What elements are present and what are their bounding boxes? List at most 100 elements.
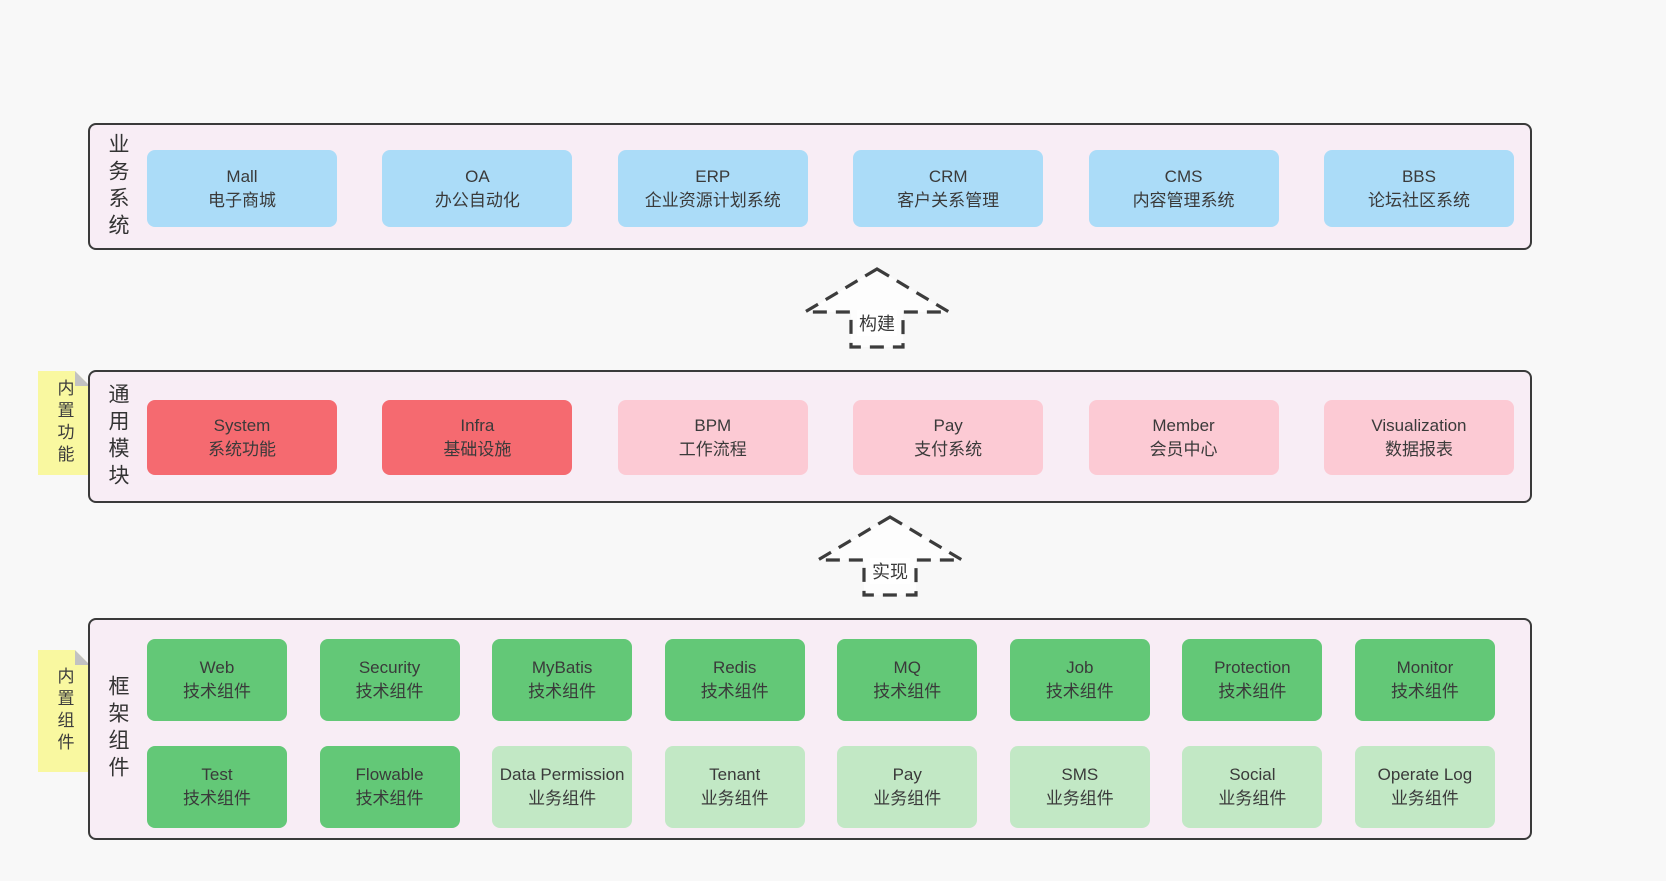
box-subtitle: 电子商城 [208, 190, 276, 210]
box-title: Operate Log [1377, 765, 1473, 784]
box-subtitle: 技术组件 [528, 682, 597, 701]
box-member: Member 会员中心 [1088, 400, 1279, 475]
box-pay-module: Pay 支付系统 [853, 400, 1044, 475]
framework-components-rows: Web 技术组件 Security 技术组件 MyBatis 技术组件 Redi… [90, 620, 1530, 828]
framework-components-panel: 框架组件 Web 技术组件 Security 技术组件 MyBatis 技术组件… [88, 618, 1532, 840]
box-social: Social 业务组件 [1182, 746, 1323, 828]
box-mybatis: MyBatis 技术组件 [492, 639, 633, 721]
box-subtitle: 技术组件 [873, 682, 942, 701]
box-subtitle: 技术组件 [183, 789, 251, 808]
box-title: Monitor [1396, 658, 1454, 677]
box-title: Pay [933, 415, 963, 435]
biz-components-row: Test 技术组件 Flowable 技术组件 Data Permission … [147, 746, 1495, 828]
box-title: CRM [928, 166, 968, 186]
box-subtitle: 业务组件 [1218, 789, 1287, 808]
implement-arrow: 实现 [815, 514, 965, 598]
box-visualization: Visualization 数据报表 [1323, 400, 1514, 475]
box-subtitle: 基础设施 [443, 439, 512, 459]
box-subtitle: 技术组件 [1045, 682, 1114, 701]
box-subtitle: 技术组件 [355, 682, 424, 701]
box-title: Pay [892, 765, 922, 784]
box-subtitle: 业务组件 [700, 789, 769, 808]
sticky-note-builtin-features: 内置功能 [38, 371, 90, 475]
up-arrow-icon [802, 267, 952, 349]
common-modules-row: System 系统功能 Infra 基础设施 BPM 工作流程 Pay 支付系统… [90, 372, 1530, 475]
box-pay-component: Pay 业务组件 [837, 746, 978, 828]
box-bbs: BBS 论坛社区系统 [1323, 150, 1514, 227]
box-sms: SMS 业务组件 [1009, 746, 1150, 828]
box-subtitle: 技术组件 [1218, 682, 1287, 701]
box-mall: Mall 电子商城 [147, 150, 337, 227]
box-title: Security [358, 658, 421, 677]
box-protection: Protection 技术组件 [1182, 639, 1323, 721]
up-arrow-icon [815, 515, 965, 597]
box-title: Redis [712, 658, 757, 677]
box-title: MQ [893, 658, 921, 677]
box-title: OA [465, 166, 490, 186]
box-test: Test 技术组件 [147, 746, 287, 828]
box-subtitle: 论坛社区系统 [1367, 190, 1470, 210]
box-crm: CRM 客户关系管理 [853, 150, 1044, 227]
box-title: Tenant [709, 765, 761, 784]
box-infra: Infra 基础设施 [382, 400, 573, 475]
box-title: Infra [460, 415, 495, 435]
box-subtitle: 系统功能 [208, 439, 276, 459]
box-title: MyBatis [531, 658, 593, 677]
box-title: Web [199, 658, 235, 677]
box-web: Web 技术组件 [147, 639, 287, 721]
box-title: Social [1229, 765, 1276, 784]
box-oa: OA 办公自动化 [382, 150, 573, 227]
box-flowable: Flowable 技术组件 [319, 746, 460, 828]
box-subtitle: 业务组件 [873, 789, 942, 808]
box-title: Job [1066, 658, 1094, 677]
box-cms: CMS 内容管理系统 [1088, 150, 1279, 227]
sticky-note-label: 内置组件 [54, 667, 74, 755]
box-redis: Redis 技术组件 [664, 639, 805, 721]
box-title: Member [1152, 415, 1215, 435]
box-title: ERP [695, 166, 731, 186]
box-title: Data Permission [499, 765, 625, 784]
box-subtitle: 内容管理系统 [1132, 190, 1235, 210]
sticky-note-builtin-components: 内置组件 [38, 650, 90, 772]
box-title: BBS [1401, 166, 1436, 186]
panel-label-common-modules: 通用模块 [106, 382, 129, 491]
box-title: Mall [226, 166, 258, 186]
box-title: Flowable [355, 765, 424, 784]
box-data-permission: Data Permission 业务组件 [492, 746, 633, 828]
panel-label-business-systems: 业务系统 [106, 132, 129, 241]
box-security: Security 技术组件 [319, 639, 460, 721]
box-title: CMS [1164, 166, 1203, 186]
box-monitor: Monitor 技术组件 [1354, 639, 1495, 721]
box-subtitle: 技术组件 [355, 789, 424, 808]
box-subtitle: 办公自动化 [434, 190, 520, 210]
box-title: BPM [694, 415, 732, 435]
box-title: SMS [1061, 765, 1099, 784]
box-subtitle: 技术组件 [183, 682, 251, 701]
box-subtitle: 技术组件 [700, 682, 769, 701]
box-subtitle: 客户关系管理 [897, 190, 1000, 210]
tech-components-row: Web 技术组件 Security 技术组件 MyBatis 技术组件 Redi… [147, 639, 1495, 721]
box-subtitle: 业务组件 [528, 789, 597, 808]
box-subtitle: 业务组件 [1045, 789, 1114, 808]
box-operate-log: Operate Log 业务组件 [1354, 746, 1495, 828]
box-subtitle: 会员中心 [1149, 439, 1218, 459]
build-arrow: 构建 [802, 266, 952, 350]
box-system: System 系统功能 [147, 400, 337, 475]
box-mq: MQ 技术组件 [837, 639, 978, 721]
box-subtitle: 数据报表 [1384, 439, 1453, 459]
box-title: Visualization [1371, 415, 1467, 435]
sticky-note-label: 内置功能 [54, 379, 74, 467]
common-modules-panel: 通用模块 System 系统功能 Infra 基础设施 BPM 工作流程 Pay… [88, 370, 1532, 503]
box-title: Protection [1214, 658, 1291, 677]
panel-label-framework-components: 框架组件 [106, 675, 129, 783]
box-subtitle: 工作流程 [678, 439, 747, 459]
box-erp: ERP 企业资源计划系统 [617, 150, 808, 227]
business-systems-panel: 业务系统 Mall 电子商城 OA 办公自动化 ERP 企业资源计划系统 CRM… [88, 123, 1532, 250]
box-title: Test [201, 765, 233, 784]
box-subtitle: 企业资源计划系统 [644, 190, 781, 210]
box-job: Job 技术组件 [1009, 639, 1150, 721]
box-bpm: BPM 工作流程 [617, 400, 808, 475]
business-systems-row: Mall 电子商城 OA 办公自动化 ERP 企业资源计划系统 CRM 客户关系… [90, 125, 1530, 227]
box-tenant: Tenant 业务组件 [664, 746, 805, 828]
